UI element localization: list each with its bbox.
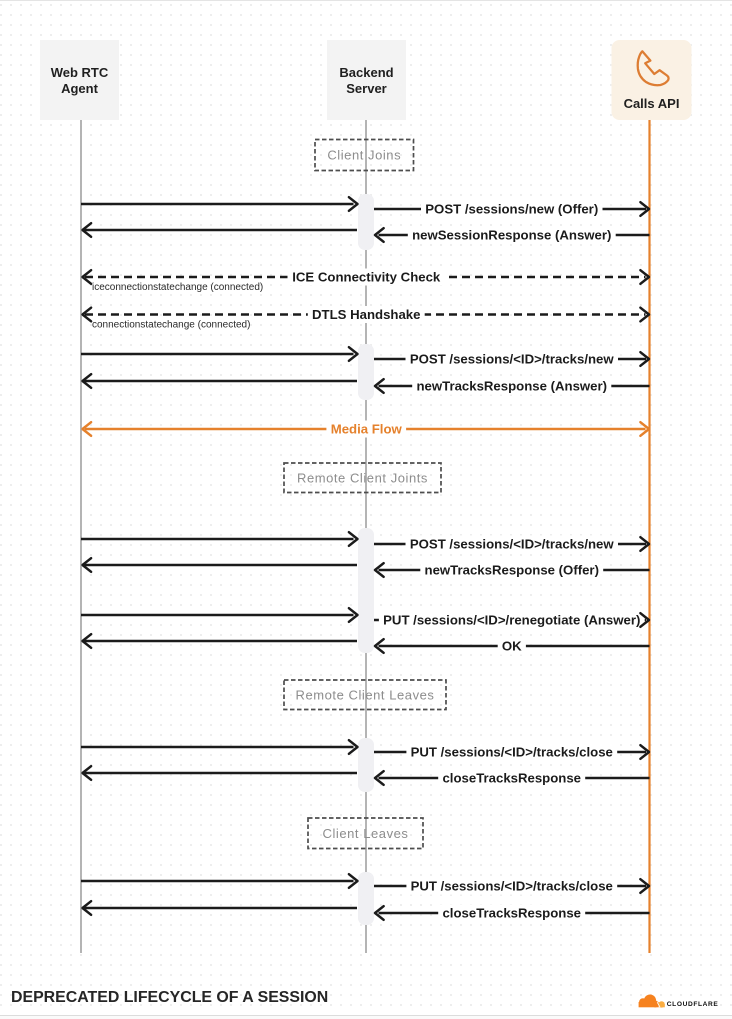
svg-text:Server: Server <box>346 81 386 96</box>
svg-text:CLOUDFLARE: CLOUDFLARE <box>667 1001 719 1008</box>
svg-text:OK: OK <box>502 639 522 654</box>
svg-text:closeTracksResponse: closeTracksResponse <box>442 906 581 921</box>
svg-text:Backend: Backend <box>339 65 393 80</box>
svg-text:Agent: Agent <box>61 81 99 96</box>
svg-text:iceconnectionstatechange (conn: iceconnectionstatechange (connected) <box>92 282 263 293</box>
svg-text:newTracksResponse (Answer): newTracksResponse (Answer) <box>416 379 607 394</box>
svg-text:Calls API: Calls API <box>624 96 680 111</box>
svg-text:Media Flow: Media Flow <box>331 422 403 437</box>
svg-text:connectionstatechange (connect: connectionstatechange (connected) <box>92 320 250 331</box>
svg-text:newSessionResponse (Answer): newSessionResponse (Answer) <box>412 228 611 243</box>
svg-text:POST /sessions/<ID>/tracks/new: POST /sessions/<ID>/tracks/new <box>410 352 615 367</box>
svg-text:closeTracksResponse: closeTracksResponse <box>442 771 581 786</box>
svg-text:newTracksResponse (Offer): newTracksResponse (Offer) <box>425 563 599 578</box>
svg-text:Remote Client Leaves: Remote Client Leaves <box>296 687 435 702</box>
svg-text:ICE Connectivity Check: ICE Connectivity Check <box>292 270 441 285</box>
svg-text:PUT /sessions/<ID>/renegotiate: PUT /sessions/<ID>/renegotiate (Answer) <box>383 613 640 628</box>
svg-text:POST /sessions/<ID>/tracks/new: POST /sessions/<ID>/tracks/new <box>410 537 615 552</box>
svg-text:Client Joins: Client Joins <box>327 148 401 163</box>
svg-text:DTLS Handshake: DTLS Handshake <box>312 307 420 322</box>
svg-text:POST /sessions/new (Offer): POST /sessions/new (Offer) <box>425 202 598 217</box>
svg-text:PUT /sessions/<ID>/tracks/clos: PUT /sessions/<ID>/tracks/close <box>411 745 613 760</box>
svg-text:PUT /sessions/<ID>/tracks/clos: PUT /sessions/<ID>/tracks/close <box>411 879 613 894</box>
svg-text:Web RTC: Web RTC <box>51 65 109 80</box>
svg-text:Remote Client Joints: Remote Client Joints <box>297 470 428 485</box>
svg-text:Client Leaves: Client Leaves <box>323 826 409 841</box>
svg-text:DEPRECATED LIFECYCLE OF A SESS: DEPRECATED LIFECYCLE OF A SESSION <box>11 989 328 1006</box>
